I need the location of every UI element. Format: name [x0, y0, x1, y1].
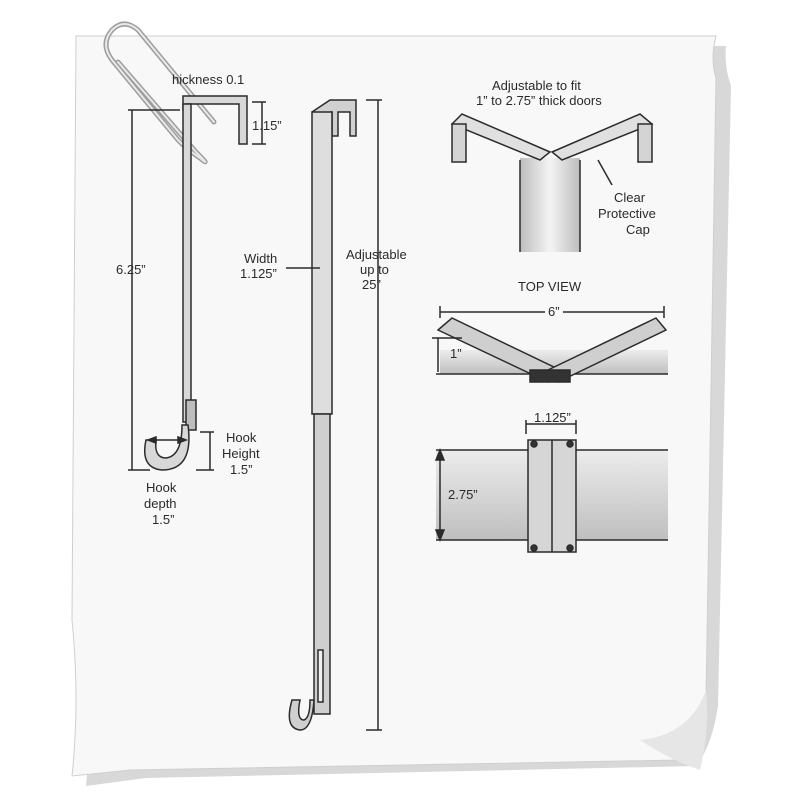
hook-profile-drawing [128, 95, 266, 471]
adjustable-hanger-drawing [286, 99, 382, 731]
hook-top-height-label: 1.15” [252, 118, 282, 133]
cap-label-line2: Protective [598, 206, 656, 221]
hook-depth-line2: depth [144, 496, 177, 511]
overall-height-label: 6.25” [116, 262, 146, 277]
front-view-height-label: 2.75” [448, 487, 478, 502]
fit-label-line1: Adjustable to fit [492, 78, 581, 93]
front-view-width-label: 1.125” [534, 410, 571, 425]
cap-label-line3: Cap [626, 222, 650, 237]
width-value-label: 1.125” [240, 266, 277, 281]
top-view-title: TOP VIEW [518, 279, 582, 294]
paper-clip-icon [103, 21, 217, 165]
adjustable-label-line2: up to [360, 262, 389, 277]
hook-depth-line1: Hook [146, 480, 177, 495]
hook-height-line1: Hook [226, 430, 257, 445]
top-view-depth-label: 1” [450, 346, 462, 361]
front-view-drawing [434, 420, 668, 553]
hook-height-line2: Height [222, 446, 260, 461]
top-view-width-label: 6” [545, 304, 563, 319]
hook-height-line3: 1.5” [230, 462, 253, 477]
fit-label-line2: 1” to 2.75” thick doors [476, 93, 602, 108]
cap-label-line1: Clear [614, 190, 646, 205]
top-view-drawing [432, 306, 668, 383]
adjustable-label-line1: Adjustable [346, 247, 407, 262]
hook-depth-line3: 1.5” [152, 512, 175, 527]
thickness-label: hickness 0.1 [172, 72, 245, 87]
adjustable-label-line3: 25” [362, 277, 381, 292]
paper-sheet [71, 35, 731, 786]
width-title-label: Width [244, 251, 278, 266]
door-bracket-3d-drawing [450, 113, 654, 252]
